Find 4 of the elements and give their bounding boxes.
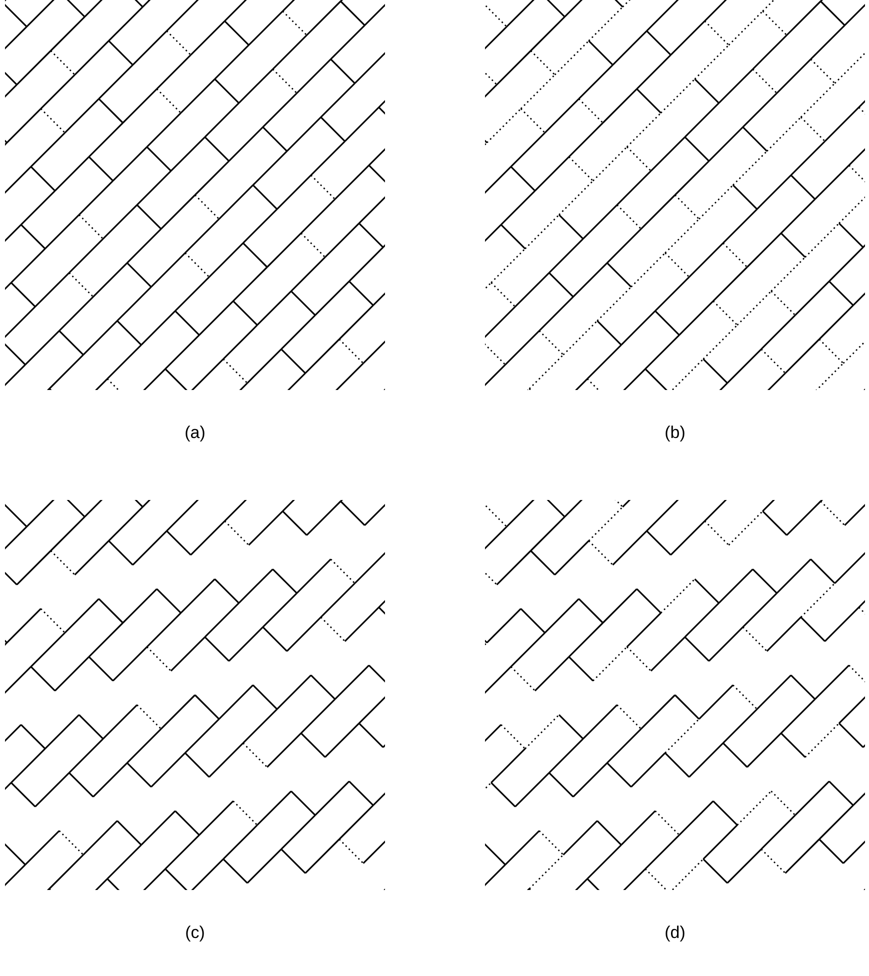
panel-label: (c) [185, 922, 205, 944]
panel-label: (a) [184, 422, 206, 444]
panel-label: (d) [664, 922, 686, 944]
panel-label: (b) [664, 422, 686, 444]
